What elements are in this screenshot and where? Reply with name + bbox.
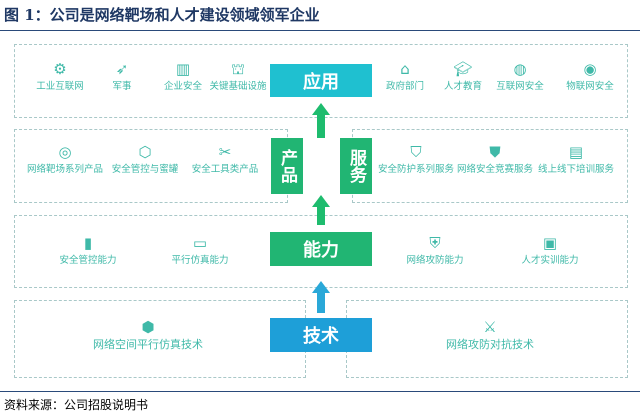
tools-icon: ✂ bbox=[218, 143, 232, 161]
tech-item: ⚔ 网络攻防对抗技术 bbox=[425, 318, 555, 351]
service-item: ⛉ 安全防护系列服务 bbox=[376, 143, 456, 176]
tech-item: ⬢ 网络空间平行仿真技术 bbox=[83, 318, 213, 351]
item-label: 平行仿真能力 bbox=[171, 255, 229, 266]
product-item: ✂ 安全工具类产品 bbox=[185, 143, 265, 176]
item-label: 工业互联网 bbox=[36, 81, 84, 92]
graduation-cap-icon: 🎓︎ bbox=[453, 60, 473, 78]
capability-label: 能力 bbox=[270, 232, 372, 266]
app-item: ◉ 物联网安全 bbox=[550, 60, 630, 93]
source-note: 资料来源：公司招股说明书 bbox=[4, 398, 149, 412]
infrastructure-icon: ⛫ bbox=[231, 60, 245, 78]
item-label: 人才实训能力 bbox=[521, 255, 579, 266]
app-item: ⌂ 政府部门 bbox=[365, 60, 445, 93]
item-label: 网络攻防对抗技术 bbox=[446, 338, 534, 351]
item-label: 关键基础设施 bbox=[209, 81, 267, 92]
product-item: ⬡ 安全管控与蜜罐 bbox=[105, 143, 185, 176]
item-label: 安全工具类产品 bbox=[191, 164, 259, 175]
capability-item: ▣ 人才实训能力 bbox=[510, 234, 590, 267]
id-card-icon: ▭ bbox=[192, 234, 208, 252]
government-icon: ⌂ bbox=[400, 60, 410, 78]
tech-label: 技术 bbox=[270, 318, 372, 352]
hex-node-icon: ⬢ bbox=[141, 318, 155, 336]
item-label: 企业安全 bbox=[163, 81, 202, 92]
robot-arm-icon: ⚙ bbox=[53, 60, 67, 78]
up-arrow-icon bbox=[312, 103, 330, 115]
footer-divider bbox=[0, 391, 640, 392]
app-item: ◍ 互联网安全 bbox=[480, 60, 560, 93]
app-item: 🎓︎ 人才教育 bbox=[423, 60, 503, 93]
item-label: 网络安全竞赛服务 bbox=[456, 164, 533, 175]
iot-wifi-icon: ◉ bbox=[583, 60, 597, 78]
service-item: ⛊ 网络安全竞赛服务 bbox=[455, 143, 535, 176]
application-label: 应用 bbox=[270, 64, 372, 97]
app-item: ▥ 企业安全 bbox=[143, 60, 223, 93]
cube-icon: ⬡ bbox=[138, 143, 152, 161]
shield-icon: ⛨ bbox=[429, 234, 441, 252]
building-icon: ▥ bbox=[175, 60, 191, 78]
item-label: 网络攻防能力 bbox=[406, 255, 464, 266]
item-label: 物联网安全 bbox=[566, 81, 614, 92]
product-label: 产品 bbox=[271, 138, 303, 194]
signal-alert-icon: ▮ bbox=[83, 234, 93, 252]
title-divider bbox=[0, 30, 640, 31]
item-label: 安全管控能力 bbox=[59, 255, 117, 266]
capability-item: ▮ 安全管控能力 bbox=[48, 234, 128, 267]
product-item: ◎ 网络靶场系列产品 bbox=[25, 143, 105, 176]
app-item: ⚙ 工业互联网 bbox=[20, 60, 100, 93]
service-label: 服务 bbox=[340, 138, 372, 194]
capability-item: ▭ 平行仿真能力 bbox=[160, 234, 240, 267]
up-arrow-icon bbox=[312, 281, 330, 293]
item-label: 互联网安全 bbox=[496, 81, 544, 92]
arrow-shaft bbox=[317, 115, 325, 138]
item-label: 网络靶场系列产品 bbox=[26, 164, 103, 175]
figure-title: 图 1：公司是网络靶场和人才建设领域领军企业 bbox=[4, 6, 320, 24]
crossed-swords-icon: ⚔ bbox=[483, 318, 497, 336]
item-label: 安全防护系列服务 bbox=[377, 164, 454, 175]
target-icon: ◎ bbox=[58, 143, 72, 161]
service-item: ▤ 线上线下培训服务 bbox=[536, 143, 616, 176]
medal-shield-icon: ⛊ bbox=[489, 143, 501, 161]
up-arrow-icon bbox=[312, 195, 330, 207]
person-screen-icon: ▣ bbox=[542, 234, 558, 252]
training-doc-icon: ▤ bbox=[568, 143, 584, 161]
arrow-shaft bbox=[317, 293, 325, 313]
arrow-shaft bbox=[317, 207, 325, 225]
capability-item: ⛨ 网络攻防能力 bbox=[395, 234, 475, 267]
globe-icon: ◍ bbox=[513, 60, 527, 78]
item-label: 网络空间平行仿真技术 bbox=[93, 338, 203, 351]
item-label: 线上线下培训服务 bbox=[537, 164, 614, 175]
item-label: 军事 bbox=[112, 81, 132, 92]
shield-check-icon: ⛉ bbox=[410, 143, 422, 161]
missile-icon: ➶ bbox=[115, 60, 129, 78]
item-label: 人才教育 bbox=[443, 81, 482, 92]
app-item: ⛫ 关键基础设施 bbox=[198, 60, 278, 93]
app-item: ➶ 军事 bbox=[82, 60, 162, 93]
item-label: 政府部门 bbox=[385, 81, 424, 92]
item-label: 安全管控与蜜罐 bbox=[111, 164, 179, 175]
